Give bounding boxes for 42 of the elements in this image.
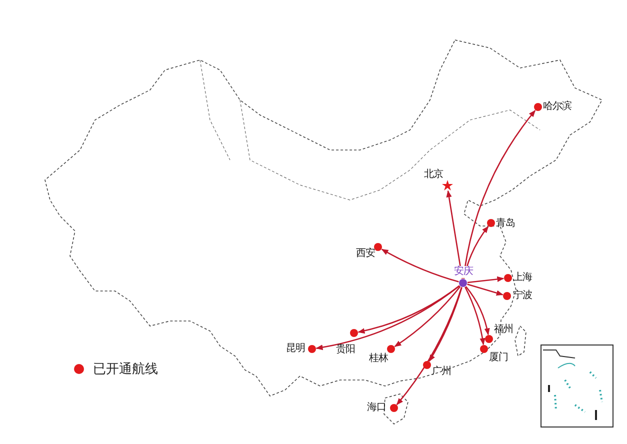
- city-name: 宁波: [513, 290, 532, 302]
- star-marker: [442, 180, 452, 190]
- city-dot: [503, 292, 511, 300]
- flight-route-arrow: [381, 248, 459, 282]
- city-dot: [308, 345, 316, 353]
- city-name: 昆明: [286, 343, 305, 355]
- city-name: 北京: [424, 169, 443, 181]
- city-name: 海口: [367, 402, 386, 414]
- city-dot: [387, 345, 395, 353]
- city-name: 哈尔滨: [543, 101, 572, 113]
- city-dot: [423, 361, 431, 369]
- city-dot: [350, 329, 358, 337]
- city-dot: [504, 274, 512, 282]
- flight-route-arrow: [467, 276, 504, 284]
- city-name: 安庆: [454, 266, 473, 278]
- city-dot: [487, 219, 495, 227]
- city-dot: [534, 103, 542, 111]
- city-name: 贵阳: [336, 344, 355, 356]
- city-name: 青岛: [496, 218, 515, 230]
- flight-route-arrow: [467, 284, 504, 296]
- legend-label: 已开通航线: [93, 361, 158, 378]
- city-name: 西安: [356, 248, 375, 260]
- flight-route-arrow: [462, 110, 536, 279]
- flight-route-arrow: [464, 286, 486, 346]
- flight-route-arrow: [394, 286, 461, 348]
- city-name: 桂林: [369, 353, 388, 365]
- city-dot: [390, 404, 398, 412]
- hub-dot: [459, 279, 467, 287]
- city-dot: [485, 335, 493, 343]
- city-name: 福州: [494, 324, 513, 336]
- city-dot: [374, 243, 382, 251]
- city-name: 上海: [513, 272, 532, 284]
- flight-route-arrow: [465, 286, 490, 336]
- city-dot: [480, 345, 488, 353]
- flight-route-arrow: [358, 285, 460, 334]
- flight-route-arrow: [316, 285, 460, 350]
- flight-route-arrow: [428, 287, 462, 362]
- flight-route-arrow: [446, 190, 463, 279]
- city-name: 厦门: [489, 352, 508, 364]
- flight-route-arrow: [396, 287, 462, 406]
- flight-route-arrow: [463, 226, 489, 279]
- city-name: 广州: [432, 366, 451, 378]
